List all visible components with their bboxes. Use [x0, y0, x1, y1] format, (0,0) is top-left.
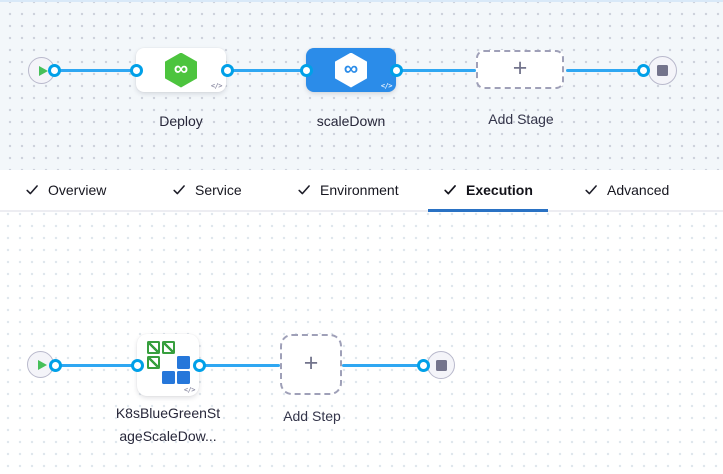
tab-overview[interactable]: Overview — [25, 170, 106, 210]
tab-label: Execution — [466, 182, 533, 198]
execution-graph-canvas: </> + K8sBlueGreenSt ageScaleDow... Add … — [0, 212, 723, 474]
infinity-glyph: ∞ — [343, 57, 359, 80]
add-step-button[interactable]: + — [280, 334, 342, 395]
connector-point[interactable] — [390, 64, 403, 77]
stage-label-deploy: Deploy — [159, 113, 203, 129]
tab-service[interactable]: Service — [172, 170, 242, 210]
check-icon — [173, 185, 185, 195]
k8s-blue-green-icon — [146, 340, 190, 384]
connector-point[interactable] — [417, 359, 430, 372]
pipeline-end-node — [648, 56, 677, 85]
check-icon — [26, 185, 38, 195]
plus-icon: + — [303, 349, 319, 377]
connector-point[interactable] — [131, 359, 144, 372]
add-stage-button[interactable]: + — [476, 50, 564, 89]
code-badge-icon: </> — [183, 386, 196, 394]
code-badge-icon: </> — [380, 82, 393, 90]
check-icon — [444, 185, 456, 195]
step-edge — [54, 364, 137, 367]
execution-end-node — [427, 351, 455, 379]
tab-label: Advanced — [607, 182, 670, 198]
infinity-glyph: ∞ — [173, 57, 189, 80]
add-step-label: Add Step — [283, 408, 341, 424]
stage-tab-bar: Overview Service Environment Execution A — [0, 170, 723, 212]
connector-point[interactable] — [130, 64, 143, 77]
step-node-k8s-scaledown[interactable]: </> — [137, 334, 199, 396]
step-edge — [342, 364, 424, 367]
stage-edge — [227, 69, 306, 72]
step-label-line2: ageScaleDow... — [119, 428, 217, 444]
tab-label: Environment — [320, 182, 399, 198]
play-icon — [37, 359, 47, 370]
stage-node-deploy[interactable]: ∞ </> — [136, 48, 226, 92]
tab-execution[interactable]: Execution — [443, 170, 533, 210]
check-icon — [585, 185, 597, 195]
connector-point[interactable] — [300, 64, 313, 77]
step-label-k8s-scaledown: K8sBlueGreenSt ageScaleDow... — [93, 402, 243, 448]
step-label-line1: K8sBlueGreenSt — [115, 405, 221, 421]
tab-label: Service — [195, 182, 242, 198]
tab-advanced[interactable]: Advanced — [584, 170, 669, 210]
stage-edge — [566, 69, 643, 72]
stage-node-scaledown[interactable]: ∞ </> — [306, 48, 396, 92]
connector-point[interactable] — [49, 359, 62, 372]
active-tab-underline — [428, 209, 548, 212]
cd-hexagon-icon: ∞ — [335, 52, 367, 88]
tab-label: Overview — [48, 182, 107, 198]
play-icon — [38, 65, 48, 76]
cd-hexagon-icon: ∞ — [165, 52, 197, 88]
stop-icon — [657, 65, 668, 76]
stage-edge — [54, 69, 136, 72]
stage-graph-canvas: ∞ </> ∞ </> + Deploy scaleDown Add Stage — [0, 0, 723, 170]
tab-environment[interactable]: Environment — [297, 170, 399, 210]
stage-edge — [396, 69, 476, 72]
stop-icon — [435, 359, 447, 371]
connector-point[interactable] — [193, 359, 206, 372]
check-icon — [298, 185, 310, 195]
stage-label-scaledown: scaleDown — [316, 113, 386, 129]
code-badge-icon: </> — [210, 82, 223, 90]
step-edge — [199, 364, 280, 367]
connector-point[interactable] — [221, 64, 234, 77]
connector-point[interactable] — [637, 64, 650, 77]
plus-icon: + — [512, 54, 528, 82]
connector-point[interactable] — [48, 64, 61, 77]
add-stage-label: Add Stage — [488, 111, 554, 127]
